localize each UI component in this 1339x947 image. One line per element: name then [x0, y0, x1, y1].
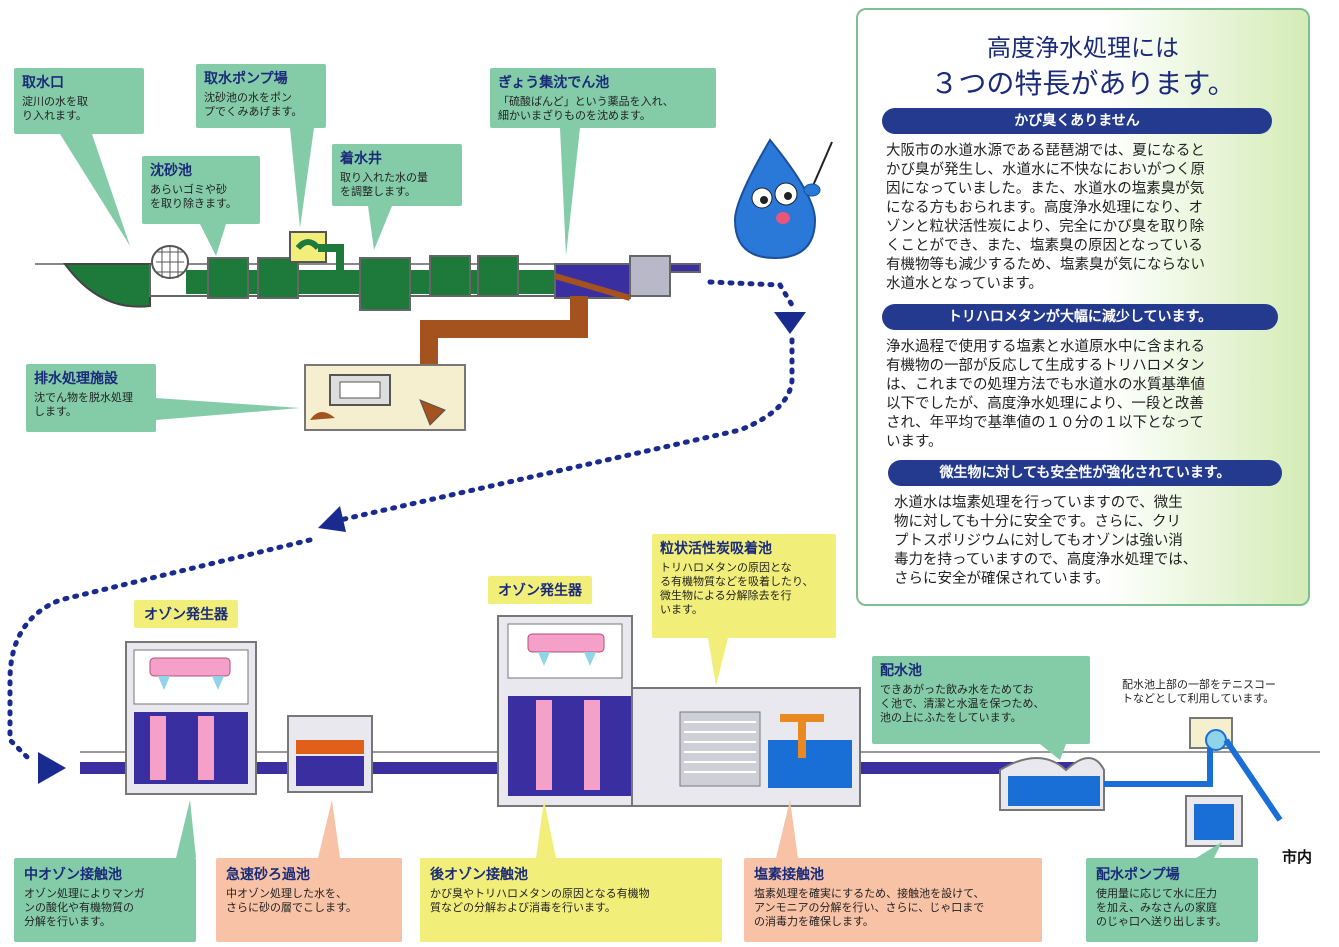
post-ozone-text: かび臭やトリハロメタンの原因となる有機物 質などの分解および消毒を行います。: [430, 887, 650, 914]
drain-text: 沈でん物を脱水処理 します。: [34, 391, 133, 418]
feature-2-body: 浄水過程で使用する塩素と水道原水中に含まれる 有機物の一部が反応して生成するトリ…: [886, 339, 1205, 450]
distribution-pump-house: [1104, 717, 1283, 847]
panel-title-line2: ３つの特長があります。: [930, 67, 1236, 100]
coag-title: ぎょう集沈でん池: [498, 75, 610, 91]
reservoir-title: 配水池: [880, 663, 922, 679]
receiving-well: [359, 257, 411, 311]
callout-mid-ozone: 中オゾン接触池 オゾン処理によりマンガ ンの酸化や有機物質の 分解を行います。: [14, 858, 196, 942]
callout-pump: 取水ポンプ場 沈砂池の水をポン プでくみあげます。: [196, 64, 326, 128]
grit-text: あらいゴミや砂 を取り除きます。: [150, 183, 237, 210]
callout-reservoir: 配水池 できあがった飲み水をためてお く池で、清潔と水温を保つため、 池の上にふ…: [872, 656, 1090, 744]
callout-receiving: 着水井 取り入れた水の量 を調整します。: [332, 144, 462, 206]
flow-arrow-right: [38, 752, 66, 784]
feature-3-heading: 微生物に対しても安全性が強化されています。: [888, 460, 1282, 486]
intake-basin: [63, 263, 151, 308]
callout-drainage: 排水処理施設 沈でん物を脱水処理 します。: [26, 364, 156, 432]
gac-text: トリハロメタンの原因とな る有機物質などを吸着したり、 微生物による分解除去を行…: [660, 561, 814, 616]
dist-pump-title: 配水ポンプ場: [1096, 867, 1180, 883]
pump-title: 取水ポンプ場: [204, 71, 288, 87]
flow-arrow-down: [774, 312, 806, 334]
panel-title-line1: 高度浄水処理には: [987, 34, 1179, 62]
coag-text: 「硫酸ばんど」という薬品を入れ、 細かいまざりものを沈めます。: [498, 95, 674, 122]
callout-distribution-pump: 配水ポンプ場 使用量に応じて水に圧力 を加え、みなさんの家庭 のじゃ口へ送り出し…: [1086, 858, 1258, 942]
mid-ozone-contact-tank: [125, 641, 257, 795]
ozone-generator-label-1: オゾン発生器: [134, 600, 238, 628]
gac-title: 粒状活性炭吸着池: [660, 541, 772, 557]
grit-title: 沈砂池: [150, 163, 192, 179]
tennis-court-note: 配水池上部の一部をテニスコー トなどとして利用しています。: [1122, 678, 1276, 705]
drain-title: 排水処理施設: [34, 371, 118, 387]
feature-2-heading: トリハロメタンが大幅に減少しています。: [882, 304, 1278, 330]
intake-text: 淀川の水を取 り入れます。: [22, 95, 88, 122]
pump-text: 沈砂池の水をポン プでくみあげます。: [204, 91, 303, 118]
mid-ozone-text: オゾン処理によりマンガ ンの酸化や有機物質の 分解を行います。: [24, 887, 145, 928]
gac-chlorine-tank: [631, 687, 861, 807]
chlorine-title: 塩素接触池: [754, 867, 824, 883]
callout-post-ozone: 後オゾン接触池 かび臭やトリハロメタンの原因となる有機物 質などの分解および消毒…: [420, 858, 722, 942]
sand-text: 中オゾン処理した水を、 さらに砂の層でこします。: [226, 887, 357, 914]
chlorine-text: 塩素処理を確実にするため、接触池を設けて、 アンモニアの分解を行い、さらに、じゃ…: [754, 887, 985, 928]
mid-ozone-title: 中オゾン接触池: [24, 867, 122, 883]
ozone-generator-label-2: オゾン発生器: [488, 576, 592, 604]
callout-gac: 粒状活性炭吸着池 トリハロメタンの原因とな る有機物質などを吸着したり、 微生物…: [652, 534, 836, 638]
receiving-text: 取り入れた水の量 を調整します。: [340, 171, 428, 198]
feature-1-body: 大阪市の水道水源である琵琶湖では、夏になると かび臭が発生し、水道水に不快なにお…: [886, 143, 1205, 292]
sludge-pipe: [420, 296, 588, 360]
sand-title: 急速砂ろ過池: [226, 867, 310, 883]
callout-sand-filter: 急速砂ろ過池 中オゾン処理した水を、 さらに砂の層でこします。: [216, 858, 402, 942]
callout-chlorine: 塩素接触池 塩素処理を確実にするため、接触池を設けて、 アンモニアの分解を行い、…: [744, 858, 1042, 942]
post-ozone-title: 後オゾン接触池: [430, 867, 528, 883]
sand-filter-tank: [287, 715, 373, 793]
grit-chamber: [207, 257, 249, 299]
city-label: 市内: [1282, 848, 1313, 866]
feature-1-heading: かび臭くありません: [882, 108, 1272, 134]
reservoir-text: できあがった飲み水をためてお く池で、清潔と水温を保つため、 池の上にふたをして…: [880, 683, 1045, 724]
features-panel: 高度浄水処理には ３つの特長があります。 かび臭くありません 大阪市の水道水源で…: [856, 8, 1310, 606]
flow-arrow-left: [318, 506, 346, 532]
callout-coagulation: ぎょう集沈でん池 「硫酸ばんど」という薬品を入れ、 細かいまざりものを沈めます。: [490, 68, 716, 128]
distribution-reservoir: [999, 757, 1105, 811]
flow-path-upper: [707, 279, 795, 308]
callout-intake: 取水口 淀川の水を取 り入れます。: [14, 68, 144, 134]
dist-pump-text: 使用量に応じて水に圧力 を加え、みなさんの家庭 のじゃ口へ送り出します。: [1096, 887, 1227, 928]
intake-title: 取水口: [22, 75, 64, 91]
callout-grit: 沈砂池 あらいゴミや砂 を取り除きます。: [142, 156, 260, 224]
receiving-title: 着水井: [340, 151, 382, 167]
water-droplet-mascot: [733, 138, 833, 260]
feature-3-body: 水道水は塩素処理を行っていますので、微生 物に対しても十分に安全です。さらに、ク…: [894, 495, 1198, 587]
